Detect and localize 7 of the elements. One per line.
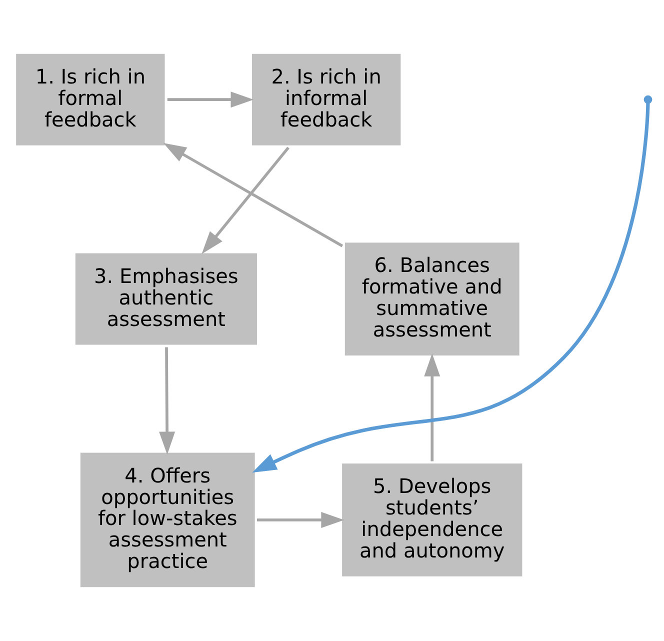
arrow <box>252 102 650 473</box>
arrow <box>424 353 440 462</box>
arrow <box>159 347 176 455</box>
arrow <box>257 512 344 528</box>
arrow <box>163 143 344 248</box>
arrow <box>202 146 290 254</box>
arrow <box>167 92 254 108</box>
